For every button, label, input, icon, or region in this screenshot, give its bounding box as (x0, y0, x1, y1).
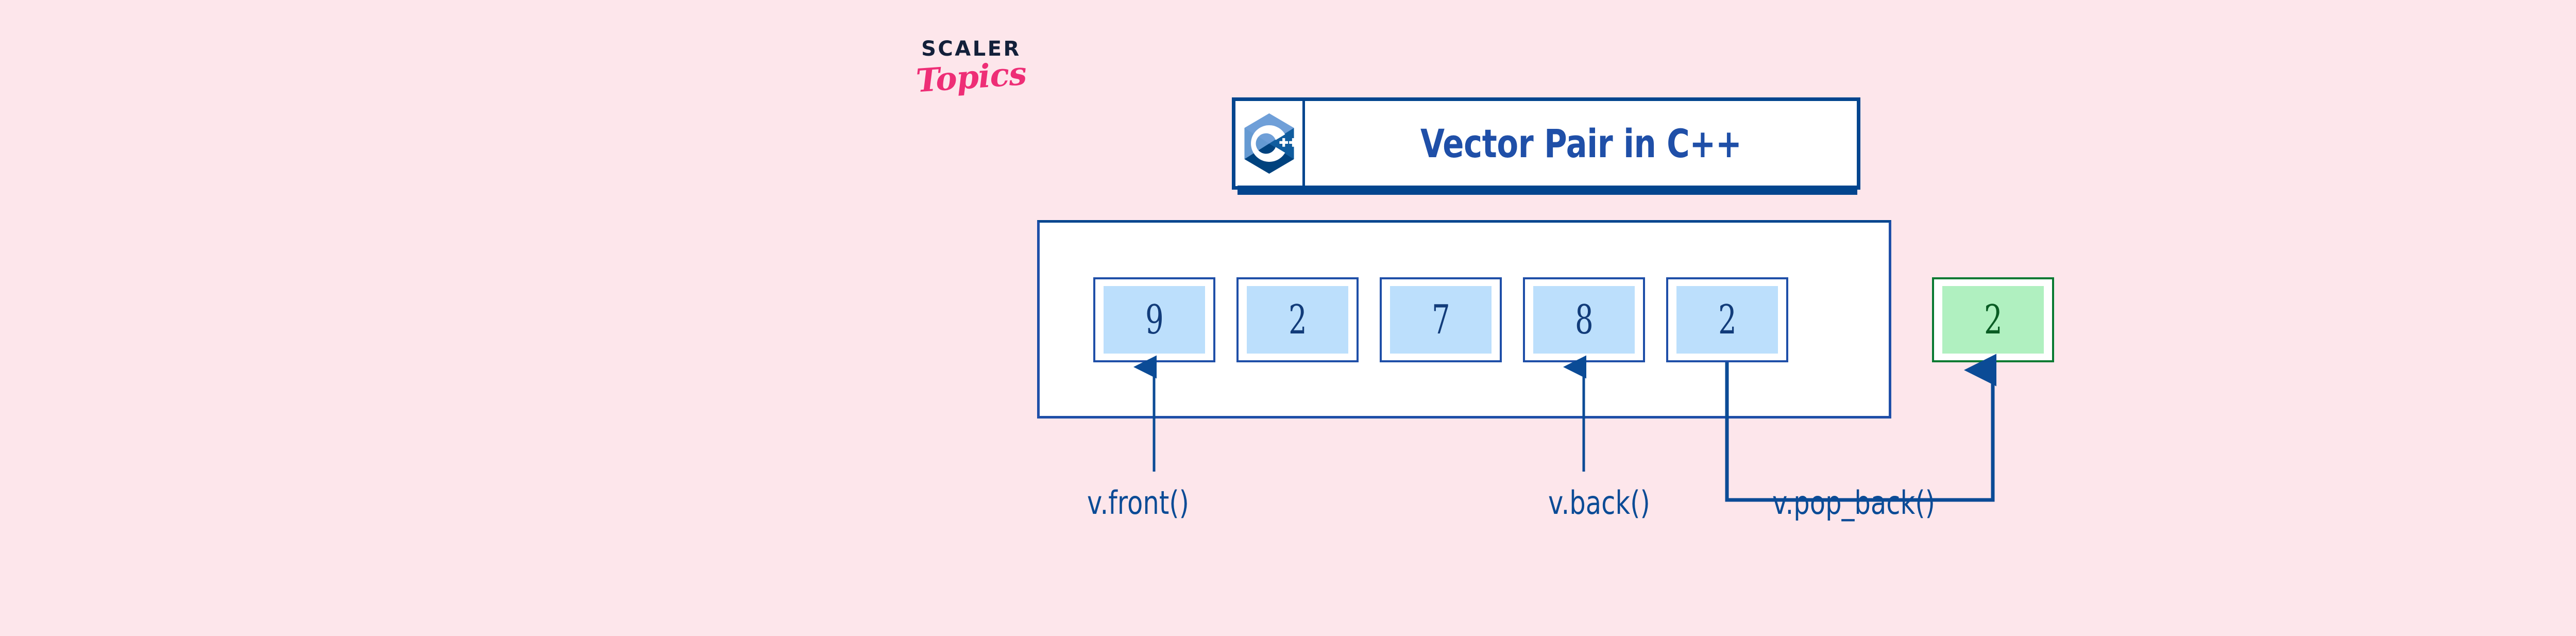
scaler-topics-logo: SCALER Topics (894, 39, 1048, 131)
vector-cell-3[interactable]: 8 (1523, 277, 1645, 362)
vector-cell-inner: 7 (1390, 286, 1492, 354)
vector-cell-4[interactable]: 2 (1666, 277, 1788, 362)
logo-topics-wordmark: Topics (914, 54, 1028, 100)
title-text-cell: Vector Pair in C++ (1305, 101, 1857, 186)
annotation-label-front: v.front() (1087, 484, 1189, 522)
vector-cell-1[interactable]: 2 (1236, 277, 1359, 362)
vector-cell-inner: 2 (1247, 286, 1348, 354)
title-bar: Vector Pair in C++ (1232, 97, 1860, 190)
title-logo-cell (1235, 101, 1305, 186)
title-bar-accent (1238, 186, 1857, 195)
vector-cell-value: 9 (1145, 296, 1164, 343)
vector-cell-value: 2 (1288, 296, 1307, 343)
annotation-label-pop-back: v.pop_back() (1772, 484, 1935, 522)
popped-element-value: 2 (1984, 296, 2003, 343)
vector-cell-value: 8 (1574, 296, 1594, 343)
popped-element-inner: 2 (1942, 286, 2044, 354)
annotation-label-back: v.back() (1548, 484, 1650, 522)
vector-cell-inner: 2 (1676, 286, 1778, 354)
vector-cell-inner: 9 (1104, 286, 1205, 354)
vector-cell-value: 7 (1431, 296, 1450, 343)
vector-cell-0[interactable]: 9 (1093, 277, 1215, 362)
logo-scaler-wordmark: SCALER (921, 37, 1021, 61)
popped-element-cell[interactable]: 2 (1932, 277, 2054, 362)
page-title: Vector Pair in C++ (1420, 121, 1742, 166)
vector-cell-inner: 8 (1533, 286, 1635, 354)
cpp-logo-icon (1244, 113, 1296, 174)
vector-cell-value: 2 (1718, 296, 1737, 343)
vector-cell-2[interactable]: 7 (1380, 277, 1502, 362)
